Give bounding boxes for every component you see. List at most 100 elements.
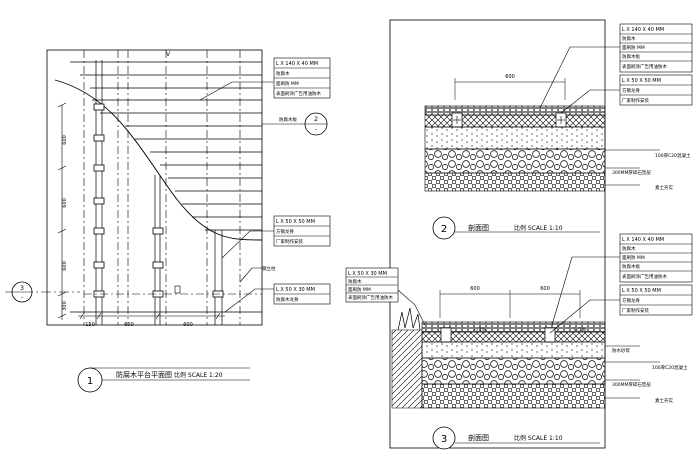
section-2-drawing: 600 L X 140 X 40 MM 防腐木 面刷防 MM 防腐木板 表面刷涂…: [424, 23, 693, 240]
plan-callout-top-1: 防腐木: [276, 70, 290, 77]
section3-callout-top-0: L X 140 X 40 MM: [622, 237, 664, 243]
section3-callout-top-4: 表面刷涂广告用油防木: [622, 273, 667, 280]
plan-callout-top-3: 表面刷涂广告用油防木: [276, 90, 321, 97]
plan-leader-mid: [221, 230, 274, 259]
drawing-2-scale: 比例 SCALE 1:10: [514, 224, 563, 232]
steel-posts: [93, 103, 224, 298]
plan-drawing: 600 600 600 300 150 600 600 V 3 - 2 - 防腐…: [5, 49, 331, 393]
section2-callout-top-2: 面刷防 MM: [622, 44, 645, 51]
section-marker-2-num: 2: [314, 116, 318, 123]
plan-callout-mid-0: L X 50 X 50 MM: [276, 219, 315, 225]
plan-callout-mid: [273, 215, 331, 247]
section3-layer-0: 防水砂浆: [612, 347, 630, 354]
plan-frame: [46, 49, 263, 326]
section-frame: [389, 19, 606, 449]
section3-callout-top-1: 防腐木: [622, 245, 636, 252]
dim-v-3: 600: [62, 261, 68, 271]
small-square: [174, 285, 181, 294]
concrete3-layer: [421, 341, 606, 359]
section2-callout-mid: [619, 74, 693, 106]
drawing-1-scale: 比例 SCALE 1:20: [174, 371, 223, 379]
slope-a: i=1%: [474, 327, 487, 333]
section3-callout-left-0: L X 50 X 30 MM: [348, 271, 387, 277]
section2-callout-mid-1: 方钢龙骨: [622, 87, 640, 94]
plan-callout-mid-1: 方钢龙骨: [276, 228, 294, 235]
plan-leader-low: [224, 288, 274, 313]
side-label-b: 钢立柱: [262, 265, 276, 272]
deck-curved-edge: [54, 79, 263, 241]
plan-callout-low-0: L X 50 X 30 MM: [276, 287, 315, 293]
deck3-steel-1: [440, 327, 452, 343]
plan-callout-low-1: 防腐木龙骨: [276, 296, 299, 303]
dim-h-3: 600: [183, 322, 193, 328]
section2-callout-top-3: 防腐木板: [622, 53, 640, 60]
section2-callout-mid-0: L X 50 X 50 MM: [622, 78, 661, 84]
plan-callout-top-0: L X 140 X 40 MM: [276, 61, 318, 67]
plan-horizontal-dims: [78, 312, 225, 320]
drawing-2-title: 剖面图: [468, 223, 489, 232]
section3-callout-mid-2: 厂家制作安装: [622, 307, 649, 314]
plan-leader-post: [239, 267, 262, 283]
section3-callout-mid-1: 方钢龙骨: [622, 297, 640, 304]
section2-leader-mid: [560, 89, 620, 114]
gravel3-layer: [421, 357, 606, 385]
section2-callout-top-1: 防腐木: [622, 35, 636, 42]
planting: [397, 307, 421, 331]
section-marker-2-sub: -: [315, 126, 317, 133]
side-label-a: 防腐木板: [279, 116, 297, 123]
dim-v-4: 300: [62, 301, 68, 311]
span3-dim-b: 600: [540, 286, 550, 292]
planter-soil: [391, 329, 423, 409]
section3-callout-left-2: 面刷防 MM: [348, 286, 371, 293]
section3-layer-1: 100厚C20混凝土: [652, 364, 688, 371]
section2-layer-0: 100厚C20混凝土: [655, 152, 691, 159]
slope-b: i=1%: [574, 327, 587, 333]
soil3-layer: [421, 383, 606, 409]
top-mark: V: [166, 51, 171, 58]
span3-dim-a: 600: [470, 286, 480, 292]
section2-callout-mid-2: 厂家制作安装: [622, 97, 649, 104]
section3-callout-top: [619, 233, 693, 283]
dim-v-2: 600: [62, 198, 68, 208]
deck-planks: [70, 61, 262, 231]
section3-layer-3: 素土夯实: [655, 397, 673, 404]
section-3-drawing: 600 600 i=1% i=1% L X 50 X 30 MM 防腐木 面刷防…: [345, 233, 693, 450]
section-marker-3-num: 3: [20, 285, 24, 292]
section3-callout-mid: [619, 284, 693, 316]
drawing-3-scale: 比例 SCALE 1:10: [514, 434, 563, 442]
section3-leader-mid: [549, 299, 620, 334]
section2-callout-top: [619, 23, 693, 73]
dim-h-2: 600: [124, 322, 134, 328]
drawing-2-number: 2: [441, 224, 447, 235]
plan-vertical-dims: [57, 102, 67, 320]
section3-callout-mid-0: L X 50 X 50 MM: [622, 288, 661, 294]
drawing-1-number: 1: [87, 376, 93, 387]
section-marker-3-sub: -: [21, 294, 23, 301]
section2-leader-top: [539, 46, 620, 109]
section3-leader-top: [551, 256, 620, 326]
section2-callout-top-0: L X 140 X 40 MM: [622, 27, 664, 33]
plan-leader-top: [199, 81, 274, 101]
drawing-3-number: 3: [441, 434, 447, 445]
soil-layer: [424, 172, 606, 192]
section3-callout-left-3: 表面刷涂广告用油防木: [348, 294, 393, 301]
section3-callout-left-1: 防腐木: [348, 278, 362, 285]
concrete-layer: [424, 126, 606, 150]
span-dim: 600: [505, 74, 515, 80]
dim-h-1: 150: [85, 322, 95, 328]
section3-layer-2: 300MM厚碎石垫层: [612, 381, 651, 388]
section2-callout-top-4: 表面刷涂广告用油防木: [622, 63, 667, 70]
section3-callout-top-3: 防腐木板: [622, 263, 640, 270]
plan-callout-top-2: 面刷防 MM: [276, 80, 299, 87]
gravel-layer: [424, 148, 606, 174]
section3-callout-top-2: 面刷防 MM: [622, 254, 645, 261]
drawing-1-title: 防腐木平台平面图: [116, 370, 172, 379]
joists: [83, 50, 241, 325]
drawing-3-title: 剖面图: [468, 433, 489, 442]
drawing-2-number-circle: [432, 216, 456, 240]
section3-leader-left: [397, 289, 426, 326]
drawing-3-number-circle: [432, 426, 456, 450]
section2-layer-1: 300MM厚碎石垫层: [612, 169, 651, 176]
dim-v-1: 600: [62, 135, 68, 145]
